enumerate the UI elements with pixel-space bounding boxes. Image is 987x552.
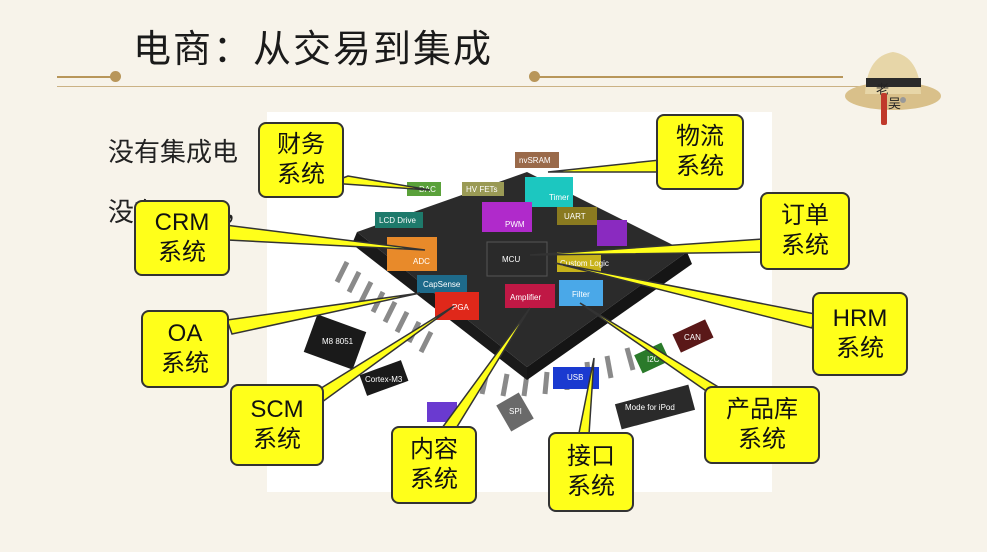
callout-product: 产品库 系统	[704, 386, 820, 464]
callout-crm: CRM 系统	[134, 200, 230, 276]
chip-filter: Filter	[572, 290, 590, 299]
title-underline	[57, 86, 897, 87]
svg-text:吴: 吴	[888, 96, 901, 111]
callout-order: 订单 系统	[760, 192, 850, 270]
chip-nvsram: nvSRAM	[519, 156, 551, 165]
callout-finance: 财务 系统	[258, 122, 344, 198]
chip-timer: Timer	[549, 193, 569, 202]
hat-logo-icon: 老 吴	[845, 52, 941, 125]
chip-pwm: PWM	[505, 220, 525, 229]
chip-spi: SPI	[509, 407, 522, 416]
chip-ipod: Mode for iPod	[625, 403, 675, 412]
callout-content: 内容 系统	[391, 426, 477, 504]
callout-interface: 接口 系统	[548, 432, 634, 512]
callout-scm: SCM 系统	[230, 384, 324, 466]
chip-usb: USB	[567, 373, 583, 382]
title-rule-left	[57, 76, 115, 78]
title-rule-right	[533, 76, 843, 78]
callout-oa: OA 系统	[141, 310, 229, 388]
body-line-1: 没有集成电	[108, 138, 239, 168]
callout-hrm: HRM 系统	[812, 292, 908, 376]
chip-mcu: MCU	[502, 255, 520, 264]
chip-can: CAN	[684, 333, 701, 342]
chip-uart: UART	[564, 212, 586, 221]
chip-illustration: DAC LCD Drive HV FETs nvSRAM Timer PWM U…	[303, 152, 714, 432]
chip-customlogic: Custom Logic	[560, 259, 609, 268]
chip-amplifier: Amplifier	[510, 293, 541, 302]
page-title: 电商：从交易到集成	[133, 27, 494, 71]
callout-logistics: 物流 系统	[656, 114, 744, 190]
chip-hvfets: HV FETs	[466, 185, 498, 194]
chip-capsense: CapSense	[423, 280, 461, 289]
chip-i2c: I2C	[647, 355, 660, 364]
chip-pga: PGA	[452, 303, 470, 312]
chip-cortex: Cortex-M3	[365, 375, 403, 384]
chip-lcd: LCD Drive	[379, 216, 416, 225]
chip-adc: ADC	[413, 257, 430, 266]
title-rule-dot-right	[529, 71, 540, 82]
title-rule-dot-left	[110, 71, 121, 82]
chip-8051: M8 8051	[322, 337, 354, 346]
